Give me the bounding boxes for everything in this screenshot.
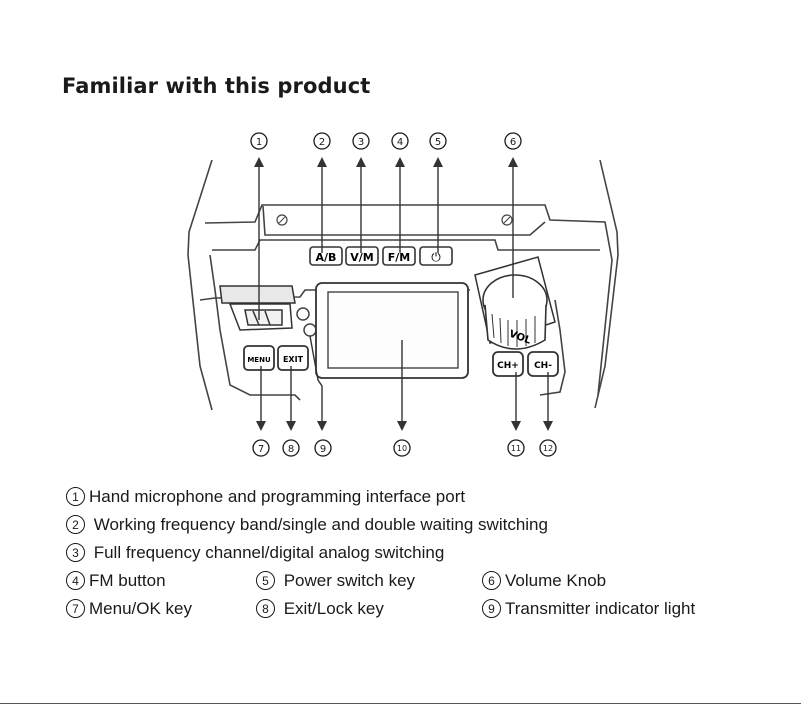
exit-key-label: EXIT	[283, 355, 304, 364]
fm-key-label: F/M	[388, 251, 410, 264]
ab-key-label: A/B	[316, 251, 337, 264]
power-key[interactable]: ⏻	[419, 246, 453, 266]
vm-key-label: V/M	[350, 251, 373, 264]
callout-bottom-7: 7	[252, 439, 270, 457]
callout-top-6: 6	[504, 132, 522, 150]
legend-text: Hand microphone and programming interfac…	[89, 487, 466, 506]
legend-num: 1	[66, 487, 85, 506]
svg-text:10: 10	[397, 444, 407, 453]
legend-num: 4	[66, 571, 85, 590]
legend-item-8: 8 Exit/Lock key	[256, 598, 384, 620]
legend-num: 7	[66, 599, 85, 618]
legend-num: 8	[256, 599, 275, 618]
screw-left	[276, 214, 288, 226]
ab-key[interactable]: A/B	[309, 246, 343, 266]
callout-bottom-9: 9	[314, 439, 332, 457]
screw-right	[501, 214, 513, 226]
legend-num: 6	[482, 571, 501, 590]
legend-num: 5	[256, 571, 275, 590]
legend-text: Menu/OK key	[89, 599, 192, 618]
legend-item-3: 3 Full frequency channel/digital analog …	[66, 542, 444, 564]
svg-text:4: 4	[397, 137, 403, 148]
vm-key[interactable]: V/M	[345, 246, 379, 266]
svg-text:1: 1	[256, 137, 262, 148]
callout-top-3: 3	[352, 132, 370, 150]
svg-text:5: 5	[435, 137, 441, 148]
legend-item-5: 5 Power switch key	[256, 570, 415, 592]
callout-bottom-10: 10	[393, 439, 411, 457]
fm-key[interactable]: F/M	[382, 246, 416, 266]
power-icon: ⏻	[431, 250, 441, 264]
callout-top-4: 4	[391, 132, 409, 150]
callout-bottom-8: 8	[282, 439, 300, 457]
volume-knob[interactable]: VOL	[474, 256, 556, 350]
display-screen	[315, 282, 469, 379]
menu-key[interactable]: MENU	[243, 345, 275, 371]
indicator-light-top	[296, 307, 310, 321]
svg-text:9: 9	[320, 444, 326, 455]
callout-top-5: 5	[429, 132, 447, 150]
legend-num: 2	[66, 515, 85, 534]
indicator-light-bottom	[303, 323, 317, 337]
ch-up-key[interactable]: CH+	[492, 351, 524, 377]
legend-text: Exit/Lock key	[279, 599, 384, 618]
legend-text: FM button	[89, 571, 166, 590]
legend-text: Working frequency band/single and double…	[89, 515, 548, 534]
callout-bottom-11: 11	[507, 439, 525, 457]
callout-arrow-9	[309, 335, 327, 431]
legend-item-2: 2 Working frequency band/single and doub…	[66, 514, 548, 536]
legend-num: 9	[482, 599, 501, 618]
callout-bottom-12: 12	[539, 439, 557, 457]
menu-key-label: MENU	[247, 356, 271, 364]
legend-text: Full frequency channel/digital analog sw…	[89, 543, 445, 562]
page-title: Familiar with this product	[62, 74, 371, 98]
callout-top-2: 2	[313, 132, 331, 150]
ch-down-key[interactable]: CH-	[527, 351, 559, 377]
svg-text:12: 12	[543, 444, 553, 453]
ch-down-key-label: CH-	[534, 361, 552, 371]
svg-text:11: 11	[511, 444, 521, 453]
svg-text:2: 2	[319, 137, 325, 148]
svg-text:6: 6	[510, 137, 516, 148]
legend-row-3: 3 Full frequency channel/digital analog …	[66, 542, 786, 570]
page-bottom-divider	[0, 703, 801, 704]
legend-text: Volume Knob	[505, 571, 607, 590]
legend-text: Power switch key	[279, 571, 416, 590]
mic-port	[219, 285, 296, 331]
ch-up-key-label: CH+	[497, 361, 519, 371]
callout-top-1: 1	[250, 132, 268, 150]
svg-text:7: 7	[258, 444, 264, 455]
legend-num: 3	[66, 543, 85, 562]
svg-text:8: 8	[288, 444, 294, 455]
exit-key[interactable]: EXIT	[277, 345, 309, 371]
legend-text: Transmitter indicator light	[505, 599, 696, 618]
svg-text:3: 3	[358, 137, 364, 148]
legend-row-2: 2 Working frequency band/single and doub…	[66, 514, 786, 542]
